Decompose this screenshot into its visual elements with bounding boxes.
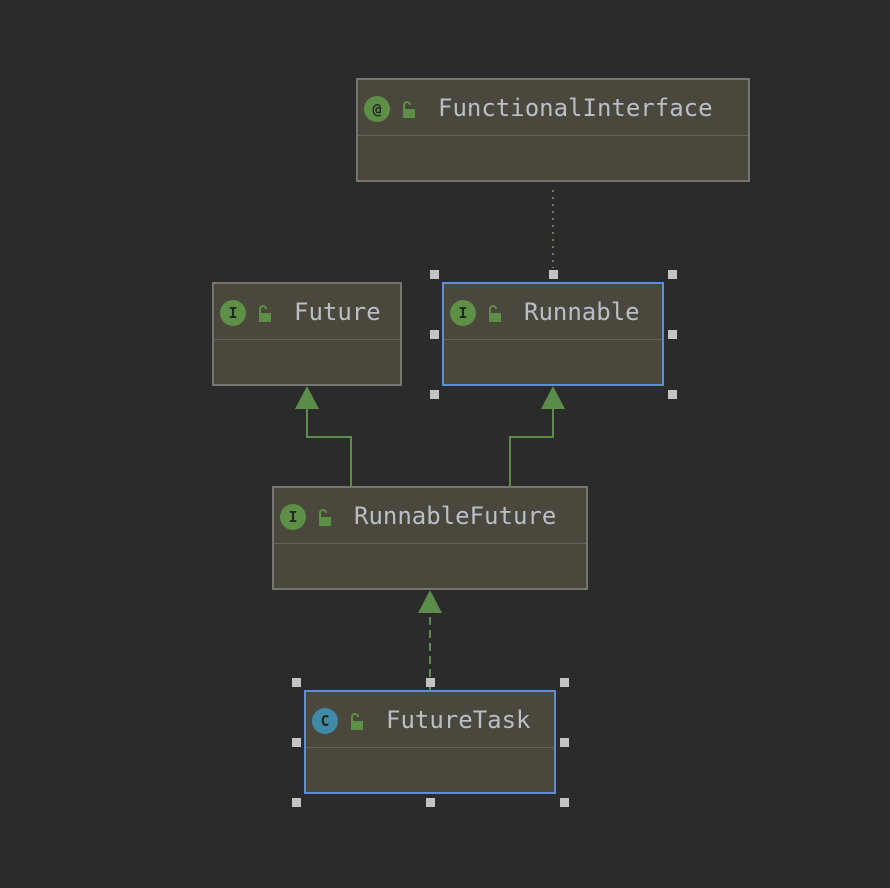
edge-runnablefuture-to-runnable	[509, 408, 554, 486]
resize-handle-left[interactable]	[292, 738, 301, 747]
arrowhead-future	[295, 386, 319, 409]
node-name: FutureTask	[386, 706, 531, 734]
public-lock-icon	[351, 713, 363, 730]
interface-icon: I	[450, 300, 476, 326]
resize-handle-bottom-right[interactable]	[560, 798, 569, 807]
node-runnable-future[interactable]: I RunnableFuture	[272, 486, 588, 590]
resize-handle-top[interactable]	[549, 270, 558, 279]
class-icon: C	[312, 708, 338, 734]
node-name: Runnable	[524, 298, 640, 326]
resize-handle-top-left[interactable]	[292, 678, 301, 687]
node-header: C FutureTask	[306, 692, 554, 748]
node-future[interactable]: I Future	[212, 282, 402, 386]
resize-handle-bottom[interactable]	[426, 798, 435, 807]
node-name: FunctionalInterface	[438, 94, 713, 122]
arrowhead-runnable	[541, 386, 565, 409]
node-name: Future	[294, 298, 381, 326]
public-lock-icon	[489, 305, 501, 322]
public-lock-icon	[403, 101, 415, 118]
node-name: RunnableFuture	[354, 502, 557, 530]
arrowhead-runnablefuture	[418, 590, 442, 613]
resize-handle-bottom-left[interactable]	[292, 798, 301, 807]
resize-handle-right[interactable]	[668, 330, 677, 339]
public-lock-icon	[259, 305, 271, 322]
node-header: I RunnableFuture	[274, 488, 586, 544]
resize-handle-bottom-right[interactable]	[668, 390, 677, 399]
annotation-type-icon: @	[364, 96, 390, 122]
resize-handle-top[interactable]	[426, 678, 435, 687]
node-functional-interface[interactable]: @ FunctionalInterface	[356, 78, 750, 182]
node-future-task[interactable]: C FutureTask	[304, 690, 556, 794]
edge-runnablefuture-to-future	[306, 408, 352, 486]
interface-icon: I	[220, 300, 246, 326]
node-runnable[interactable]: I Runnable	[442, 282, 664, 386]
public-lock-icon	[319, 509, 331, 526]
node-header: @ FunctionalInterface	[358, 80, 748, 136]
resize-handle-top-left[interactable]	[430, 270, 439, 279]
resize-handle-top-right[interactable]	[668, 270, 677, 279]
node-header: I Runnable	[444, 284, 662, 340]
interface-icon: I	[280, 504, 306, 530]
resize-handle-right[interactable]	[560, 738, 569, 747]
node-header: I Future	[214, 284, 400, 340]
resize-handle-left[interactable]	[430, 330, 439, 339]
resize-handle-bottom-left[interactable]	[430, 390, 439, 399]
resize-handle-top-right[interactable]	[560, 678, 569, 687]
